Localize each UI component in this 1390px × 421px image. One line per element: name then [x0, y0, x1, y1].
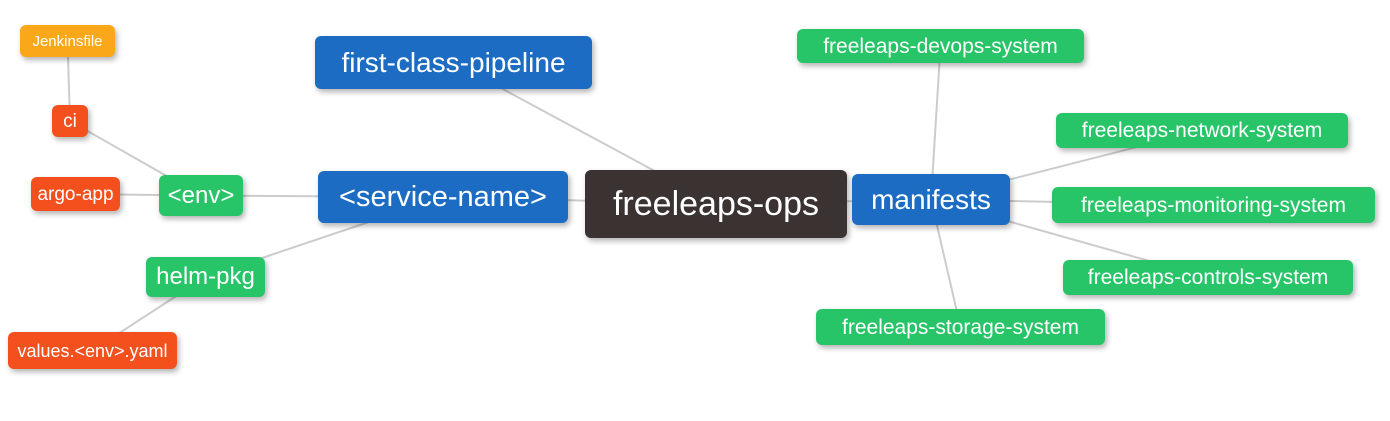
mindmap-node-first-class-pipeline[interactable]: first-class-pipeline	[315, 36, 592, 89]
mindmap-node-argo-app[interactable]: argo-app	[31, 177, 120, 211]
mindmap-node-monitoring-system[interactable]: freeleaps-monitoring-system	[1052, 187, 1375, 223]
mindmap-node-storage-system[interactable]: freeleaps-storage-system	[816, 309, 1105, 345]
mindmap-node-manifests[interactable]: manifests	[852, 174, 1010, 225]
mindmap-node-devops-system[interactable]: freeleaps-devops-system	[797, 29, 1084, 63]
mindmap-node-jenkinsfile[interactable]: Jenkinsfile	[20, 25, 115, 57]
mindmap-node-freeleaps-ops[interactable]: freeleaps-ops	[585, 170, 847, 238]
mindmap-node-service-name[interactable]: <service-name>	[318, 171, 568, 223]
mindmap-node-controls-system[interactable]: freeleaps-controls-system	[1063, 260, 1353, 295]
mindmap-node-helm-pkg[interactable]: helm-pkg	[146, 257, 265, 297]
edge-manifests-devops-system	[930, 45, 942, 200]
mindmap-node-values-env-yaml[interactable]: values.<env>.yaml	[8, 332, 177, 369]
mindmap-node-env[interactable]: <env>	[159, 175, 243, 216]
mindmap-node-ci[interactable]: ci	[52, 105, 88, 137]
mindmap-node-network-system[interactable]: freeleaps-network-system	[1056, 113, 1348, 148]
